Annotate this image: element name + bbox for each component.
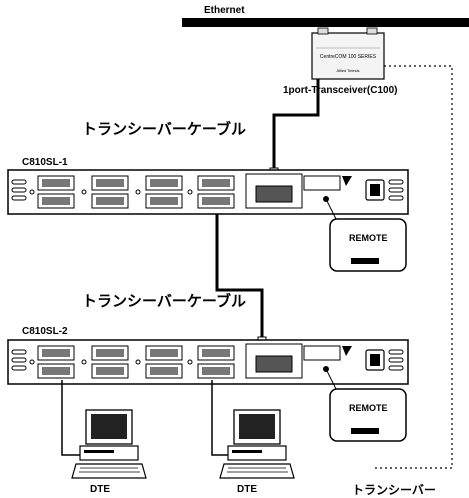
transceiver-cable-2 bbox=[215, 214, 264, 341]
ethernet-label: Ethernet bbox=[204, 5, 245, 16]
c810sl-2-chassis bbox=[7, 339, 409, 385]
transceiver-label: 1port-Transceiver(C100) bbox=[283, 85, 398, 96]
c810sl-1-chassis bbox=[7, 169, 409, 215]
transceiver-cable-label-2: トランシーバーケーブル bbox=[82, 293, 246, 310]
dte-workstation-2 bbox=[219, 409, 295, 479]
remote-box-2 bbox=[325, 368, 407, 442]
transceiver-cable-1 bbox=[272, 79, 320, 172]
transceiver-bottom-label: トランシーバー bbox=[352, 483, 436, 497]
remote-label-1: REMOTE bbox=[349, 233, 388, 243]
transceiver-body-text: CentreCOM 100 SERIES bbox=[320, 54, 377, 60]
remote-label-2: REMOTE bbox=[349, 403, 388, 413]
dte-label-1: DTE bbox=[90, 484, 110, 495]
dte-label-2: DTE bbox=[237, 484, 257, 495]
transceiver-unit: CentreCOM 100 SERIES Allied Telesis bbox=[311, 27, 385, 80]
device-label-1: C810SL-1 bbox=[22, 157, 68, 168]
transceiver-cable-label-1: トランシーバーケーブル bbox=[82, 121, 246, 138]
transceiver-brand-text: Allied Telesis bbox=[336, 68, 359, 73]
dte-cable-1 bbox=[61, 380, 80, 456]
transceiver-line-dashed bbox=[372, 65, 453, 469]
dte-cable-2 bbox=[211, 380, 228, 456]
device-label-2: C810SL-2 bbox=[22, 326, 68, 337]
remote-box-1 bbox=[325, 198, 407, 272]
ethernet-bus bbox=[182, 18, 469, 27]
dte-workstation-1 bbox=[71, 409, 147, 479]
